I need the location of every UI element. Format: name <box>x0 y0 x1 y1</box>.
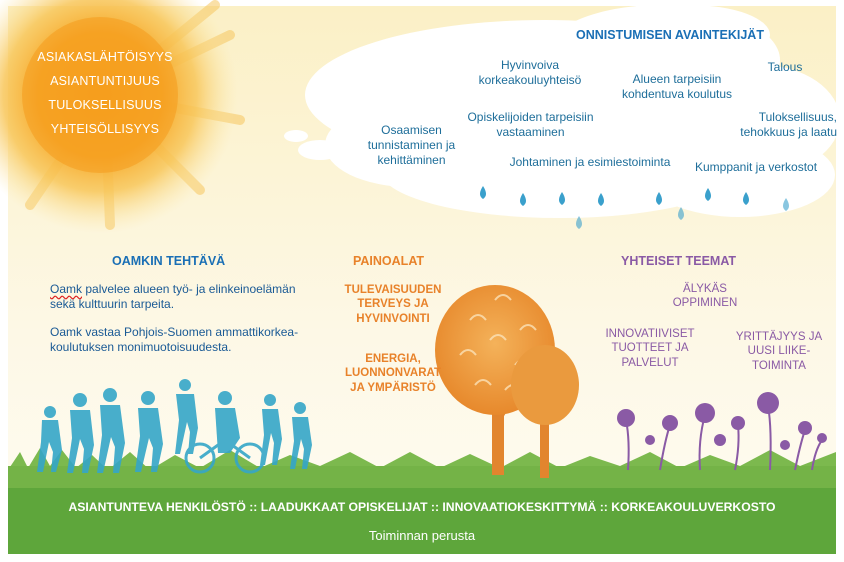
focus-areas-title: PAINOALAT <box>353 254 425 268</box>
mission-oamk-word: Oamk <box>50 282 83 296</box>
key-factor-item: Tuloksellisuus, tehokkuus ja laatu <box>740 110 837 139</box>
theme-item: YRITTÄJYYS JA UUSI LIIKE-TOIMINTA <box>735 331 823 372</box>
key-factor-item: Talous <box>767 60 803 74</box>
mission-text-1-rest: palvelee alueen työ- ja elinkeinoelämän … <box>50 282 296 311</box>
foundation-pillars: ASIANTUNTEVA HENKILÖSTÖ :: LAADUKKAAT OP… <box>68 500 776 514</box>
key-factor-item: Johtaminen ja esimiestoiminta <box>509 155 671 169</box>
people-silhouettes-icon <box>37 379 312 474</box>
sun-icon <box>0 0 245 233</box>
sun-value: ASIAKASLÄHTÖISYYS <box>37 50 173 64</box>
focus-area-item: ENERGIA, LUONNONVARAT JA YMPÄRISTÖ <box>344 353 442 394</box>
mission-text-2: Oamk vastaa Pohjois-Suomen ammattikorkea… <box>50 325 299 354</box>
foundation-band <box>8 488 836 554</box>
key-factor-item: Kumppanit ja verkostot <box>694 160 818 174</box>
flowers-icon <box>617 392 827 471</box>
key-factor-item: Opiskelijoiden tarpeisiin vastaaminen <box>467 110 594 139</box>
sun-value: ASIANTUNTIJUUS <box>50 74 160 88</box>
key-factors-title: ONNISTUMISEN AVAINTEKIJÄT <box>576 28 764 42</box>
cloud-shape <box>284 5 840 218</box>
key-factor-item: Alueen tarpeisiin kohdentuva koulutus <box>621 72 733 101</box>
raindrops <box>480 186 789 229</box>
grass <box>8 448 836 492</box>
sun-value: TULOKSELLISUUS <box>48 98 162 112</box>
focus-area-item: TULEVAISUUDEN TERVEYS JA HYVINVOINTI <box>344 284 442 325</box>
key-factor-item: Osaamisen tunnistaminen ja kehittäminen <box>367 123 456 167</box>
mission-title: OAMKIN TEHTÄVÄ <box>112 254 226 268</box>
themes-title: YHTEISET TEEMAT <box>621 254 737 268</box>
theme-item: INNOVATIIVISET TUOTTEET JA PALVELUT <box>605 328 695 369</box>
mission-text-1: Oamk palvelee alueen työ- ja elinkeinoel… <box>50 282 315 312</box>
sun-value: YHTEISÖLLISYYS <box>50 122 160 136</box>
theme-item: ÄLYKÄS OPPIMINEN <box>672 283 738 310</box>
tree-icon <box>435 285 579 478</box>
foundation-subtitle: Toiminnan perusta <box>368 528 476 543</box>
key-factor-item: Hyvinvoiva korkeakouluyhteisö <box>478 58 582 87</box>
